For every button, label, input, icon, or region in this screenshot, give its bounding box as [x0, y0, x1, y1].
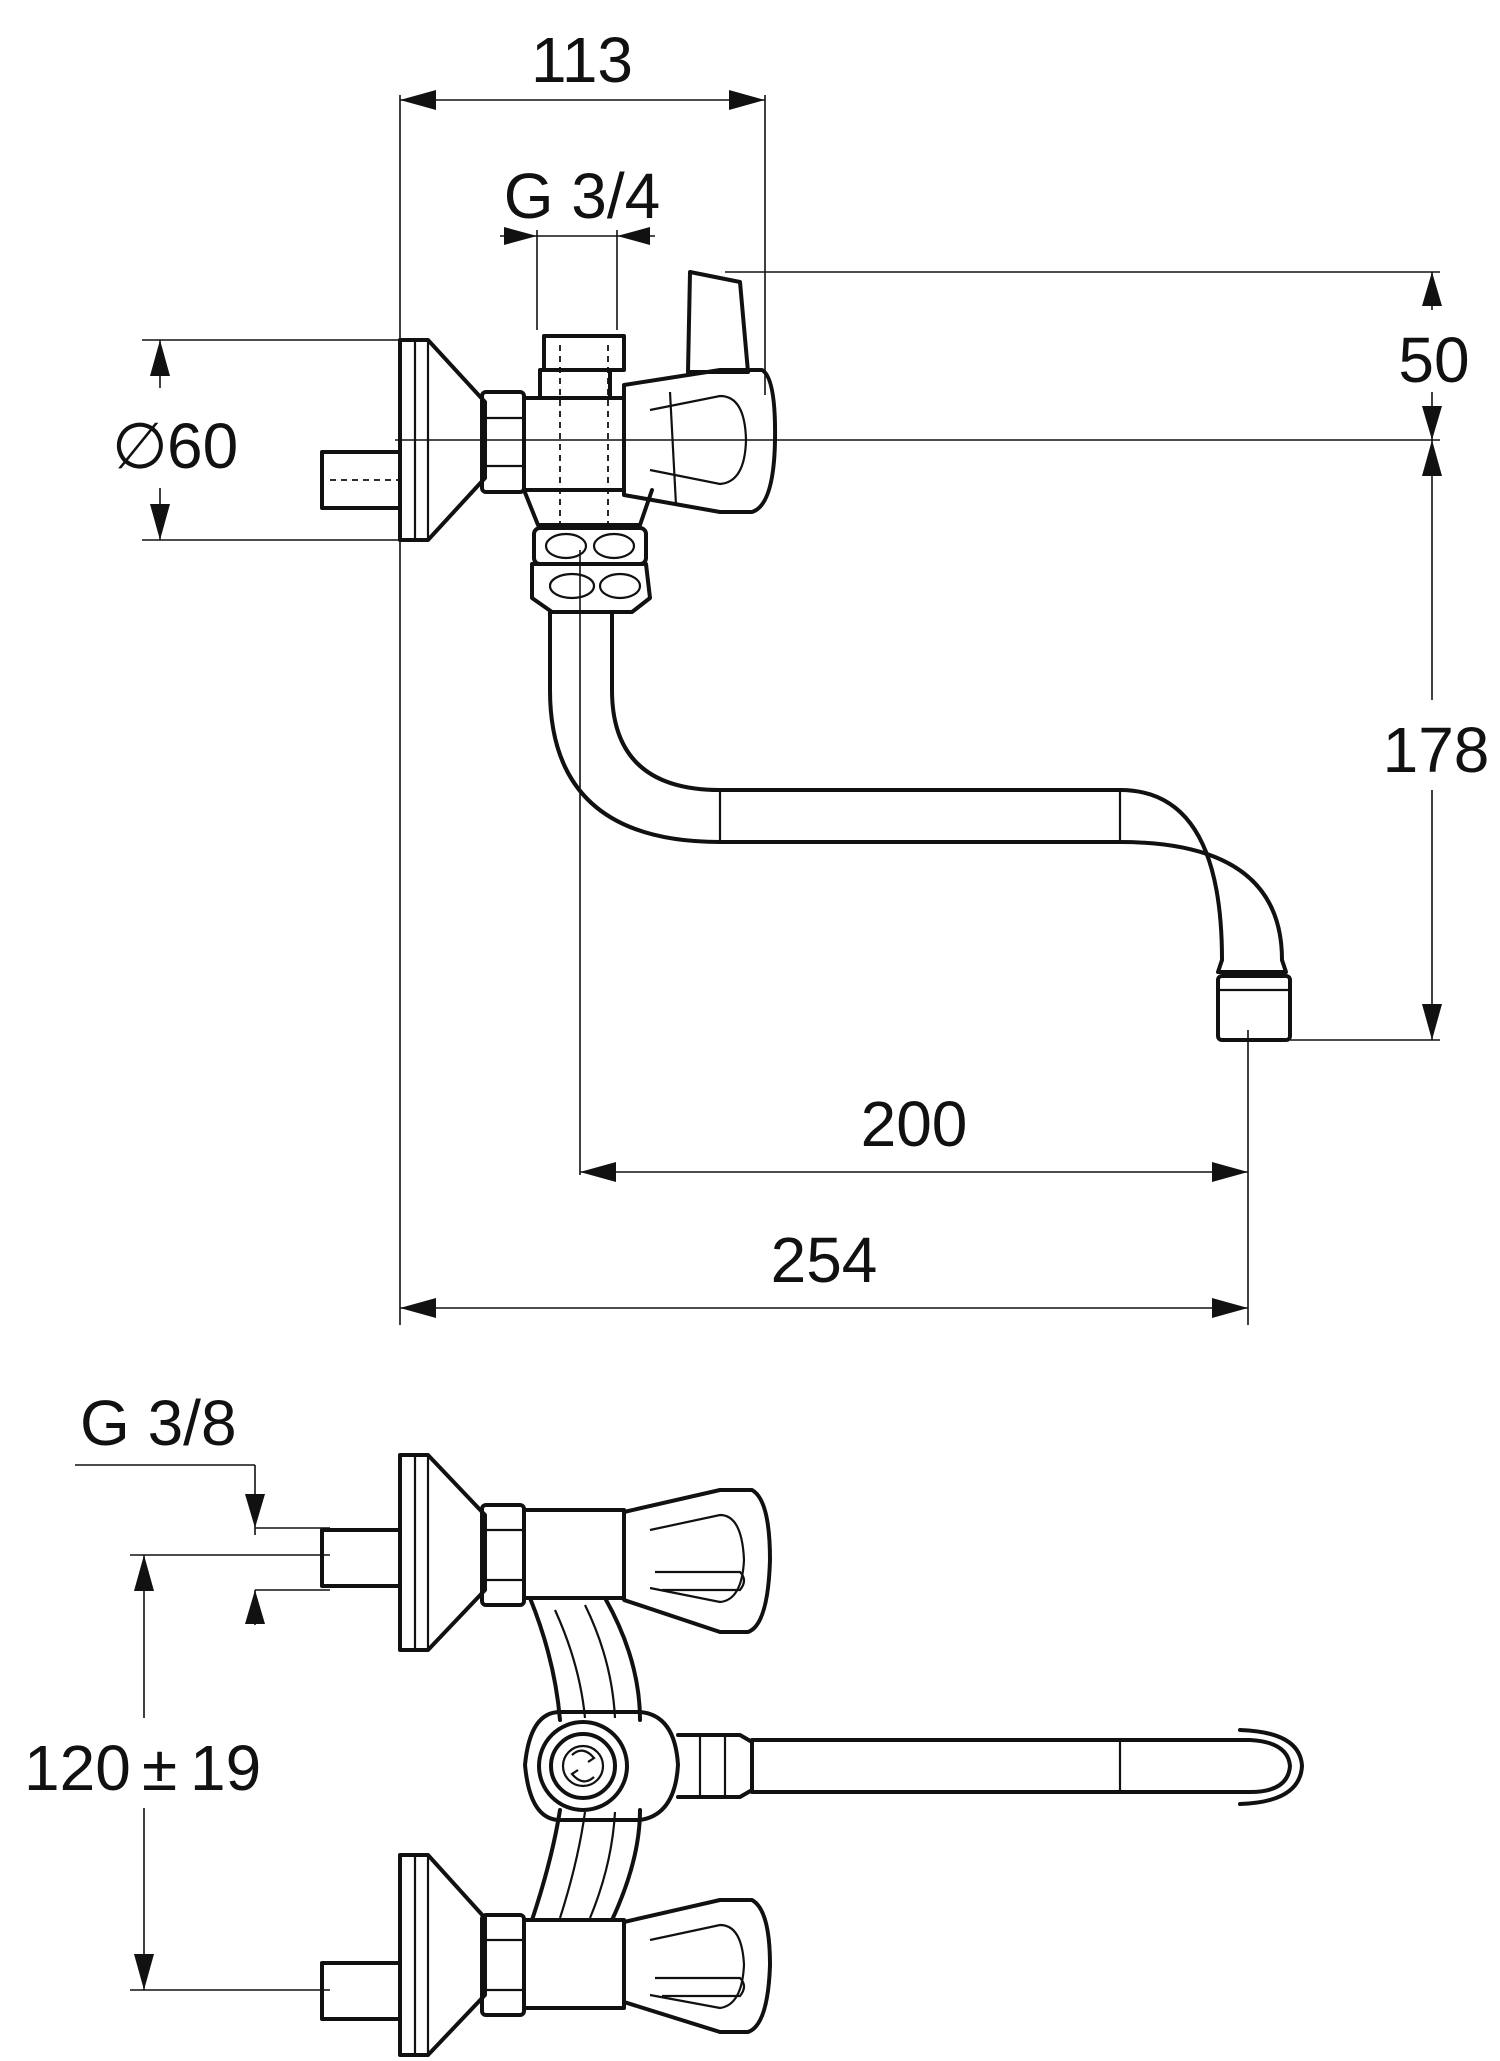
dim-label-178: 178 — [1383, 714, 1490, 786]
front-spout — [750, 1728, 1304, 1806]
mixer-body — [523, 1710, 754, 1822]
dim-label-50: 50 — [1398, 324, 1469, 396]
aerator — [1216, 974, 1292, 1042]
valve-body — [522, 334, 654, 527]
hex-nut — [480, 390, 526, 494]
dim-label-g38: G 3/8 — [80, 1387, 237, 1459]
upper-valve — [320, 1453, 772, 1652]
front-elevation-view: G 3/8 120 ± 19 — [20, 1387, 1304, 2057]
dim-label-60: 60 — [167, 410, 238, 482]
diameter-symbol: ∅ — [112, 410, 168, 482]
dim-label-113: 113 — [531, 24, 633, 96]
dim-label-200: 200 — [861, 1088, 968, 1160]
dim-label-19: 19 — [190, 1732, 261, 1804]
lower-valve — [320, 1853, 772, 2057]
wall-rosette — [398, 338, 487, 542]
swivel-coupling — [530, 526, 652, 614]
connecting-arms — [528, 1596, 642, 1922]
dim-label-g34: G 3/4 — [504, 160, 661, 232]
swivel-spout — [548, 610, 1292, 1042]
lever-handle — [686, 270, 750, 374]
dim-label-254: 254 — [771, 1224, 878, 1296]
valve-handle — [622, 368, 778, 514]
tolerance-symbol: ± — [142, 1732, 177, 1804]
dim-label-120: 120 — [24, 1732, 131, 1804]
side-elevation-view: 113 G 3/4 ∅ 60 50 178 200 254 — [100, 24, 1492, 1325]
